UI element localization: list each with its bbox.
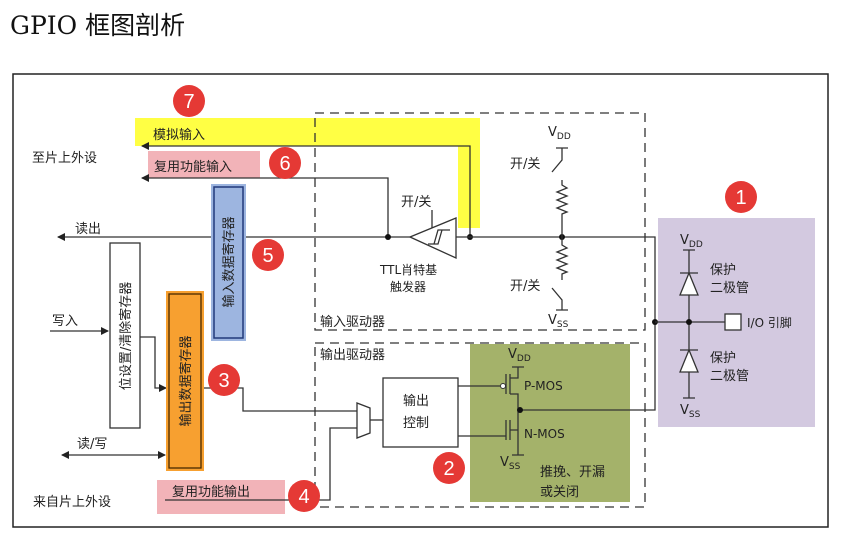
schmitt-trigger-symbol <box>408 217 457 260</box>
alt-output-highlight <box>157 480 285 514</box>
badge-1: 1 <box>725 181 757 213</box>
svg-text:6: 6 <box>279 153 290 175</box>
read-out-label: 读出 <box>75 222 101 237</box>
alt-input-highlight <box>148 151 260 178</box>
svg-text:7: 7 <box>183 91 194 113</box>
read-write-label: 读/写 <box>77 437 107 452</box>
from-peripheral-label: 来自片上外设 <box>33 495 111 510</box>
diode-vss-label: VSS <box>680 403 701 420</box>
alt-input-label: 复用功能输入 <box>154 159 232 175</box>
analog-input-label: 模拟输入 <box>153 127 205 143</box>
upper-diode-label2: 二极管 <box>710 281 749 296</box>
svg-text:1: 1 <box>735 187 746 209</box>
junction-dot <box>517 407 523 413</box>
gate-lines <box>458 385 506 437</box>
pullup-switch-label: 开/关 <box>510 157 540 172</box>
input-data-register <box>211 184 246 341</box>
svg-text:5: 5 <box>262 245 273 267</box>
mos-vdd-label: VDD <box>508 347 531 364</box>
output-control-block <box>382 377 459 448</box>
svg-text:2: 2 <box>443 458 454 480</box>
pullup-resistor-switch <box>551 147 569 237</box>
ttl-label-line2: 触发器 <box>390 279 426 294</box>
pulldown-vss-label: VSS <box>548 313 569 330</box>
io-pin-icon[interactable] <box>724 313 742 331</box>
ttl-label-line1: TTL肖特基 <box>379 262 437 277</box>
input-driver-label: 输入驱动器 <box>320 314 385 330</box>
badge-4: 4 <box>288 480 320 512</box>
hysteresis-icon <box>428 229 450 245</box>
bit-set-reset-register-label: 位设置/清除寄存器 <box>118 282 134 390</box>
alt-output-line <box>165 427 357 501</box>
output-data-register-label: 输出数据寄存器 <box>178 335 194 426</box>
junction-dot <box>686 319 692 325</box>
alt-input-line <box>141 174 389 237</box>
page-title: GPIO 框图剖析 <box>10 11 186 40</box>
badge-3: 3 <box>208 364 240 396</box>
pullup-vdd-label: VDD <box>548 125 571 142</box>
mos-vss-label: VSS <box>500 455 521 472</box>
diode-vdd-label: VDD <box>680 233 703 250</box>
bsrr-to-odr-line <box>140 336 167 392</box>
trigger-switch-label: 开/关 <box>401 195 431 210</box>
pulldown-resistor-switch <box>551 237 569 311</box>
output-driver-label: 输出驱动器 <box>320 347 385 363</box>
output-control-label1: 输出 <box>403 393 429 409</box>
input-driver-box <box>314 112 646 331</box>
output-data-register <box>166 291 204 471</box>
output-mode-label1: 推挽、开漏 <box>540 464 605 480</box>
junction-dot <box>385 234 391 240</box>
analog-input-line <box>141 142 471 237</box>
input-data-register-label: 输入数据寄存器 <box>221 216 237 307</box>
svg-text:4: 4 <box>298 486 309 508</box>
upper-diode-icon <box>679 271 699 296</box>
lower-diode-label1: 保护 <box>710 351 736 366</box>
output-mux-icon <box>356 402 371 439</box>
bit-set-reset-register <box>109 242 141 429</box>
pmos-label: P-MOS <box>524 379 563 393</box>
mos-region <box>470 344 630 502</box>
write-label: 写入 <box>52 314 78 329</box>
to-peripheral-label: 至片上外设 <box>32 151 97 166</box>
output-driver-box <box>314 342 646 508</box>
output-mode-label2: 或关闭 <box>540 485 579 500</box>
lower-diode-label2: 二极管 <box>710 369 749 384</box>
lower-diode-icon <box>679 348 699 373</box>
svg-text:3: 3 <box>218 370 229 392</box>
pulldown-switch-label: 开/关 <box>510 279 540 294</box>
badge-2: 2 <box>433 452 465 484</box>
badge-5: 5 <box>252 239 284 271</box>
badge-7: 7 <box>173 85 205 117</box>
pmos-gate-bubble <box>500 383 506 389</box>
io-pin-label: I/O 引脚 <box>747 315 792 330</box>
badge-6: 6 <box>269 147 301 179</box>
nmos-label: N-MOS <box>524 427 565 441</box>
alt-output-label: 复用功能输出 <box>172 484 250 500</box>
output-control-label2: 控制 <box>403 416 429 431</box>
upper-diode-label1: 保护 <box>710 263 736 278</box>
